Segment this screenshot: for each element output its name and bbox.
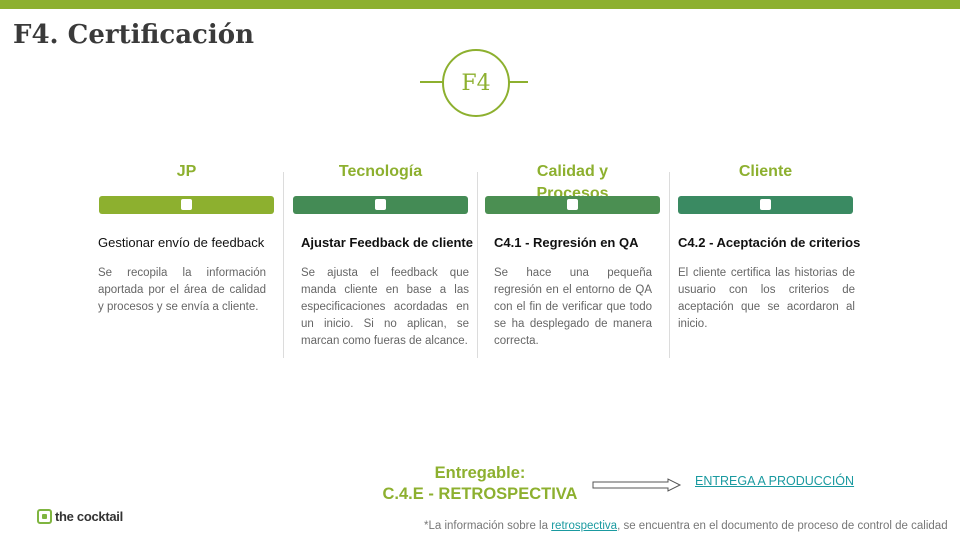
task-description-tecnologia: Se ajusta el feedback que manda cliente … (301, 267, 469, 347)
logo-text: the cocktail (55, 509, 123, 524)
column-divider (283, 172, 284, 358)
badge-line-left (420, 81, 444, 83)
bar-marker (181, 199, 192, 210)
next-phase-link[interactable]: ENTREGA A PRODUCCIÓN (695, 474, 855, 488)
column-bar-tecnologia (293, 196, 468, 214)
task-title-calidad: C4.1 - Regresión en QA (494, 235, 639, 250)
deliverable: Entregable: C.4.E - RETROSPECTIVA (370, 463, 590, 505)
badge-line-right (506, 81, 528, 83)
column-divider (669, 172, 670, 358)
deliverable-label: Entregable: (434, 464, 526, 482)
column-bar-cliente (678, 196, 853, 214)
task-description-cliente: El cliente certifica las historias de us… (678, 267, 855, 330)
task-title-cliente: C4.2 - Aceptación de criterios (678, 235, 861, 250)
top-accent-bar (0, 0, 960, 9)
column-bar-jp (99, 196, 274, 214)
column-header-cliente: Cliente (738, 163, 793, 180)
arrow-right-icon (592, 478, 682, 492)
bar-marker (375, 199, 386, 210)
column-bar-calidad (485, 196, 660, 214)
task-title-tecnologia: Ajustar Feedback de cliente (301, 235, 473, 250)
footnote: *La información sobre la retrospectiva, … (424, 520, 948, 532)
footnote-prefix: *La información sobre la (424, 520, 552, 532)
logo-mark-icon (37, 509, 52, 524)
phase-badge: F4 (442, 49, 510, 117)
retrospectiva-link[interactable]: retrospectiva (551, 520, 618, 532)
company-logo: the cocktail (37, 509, 123, 524)
deliverable-name: C.4.E - RETROSPECTIVA (382, 485, 578, 503)
bar-marker (760, 199, 771, 210)
column-header-tecnologia: Tecnología (338, 163, 423, 180)
task-description-calidad: Se hace una pequeña regresión en el ento… (494, 267, 652, 347)
column-divider (477, 172, 478, 358)
column-header-jp: JP (176, 163, 197, 180)
footnote-suffix: , se encuentra en el documento de proces… (617, 520, 948, 532)
task-title-jp: Gestionar envío de feedback (98, 235, 265, 250)
page-title: F4. Certificación (13, 20, 255, 50)
task-description-jp: Se recopila la información aportada por … (98, 267, 266, 313)
bar-marker (567, 199, 578, 210)
